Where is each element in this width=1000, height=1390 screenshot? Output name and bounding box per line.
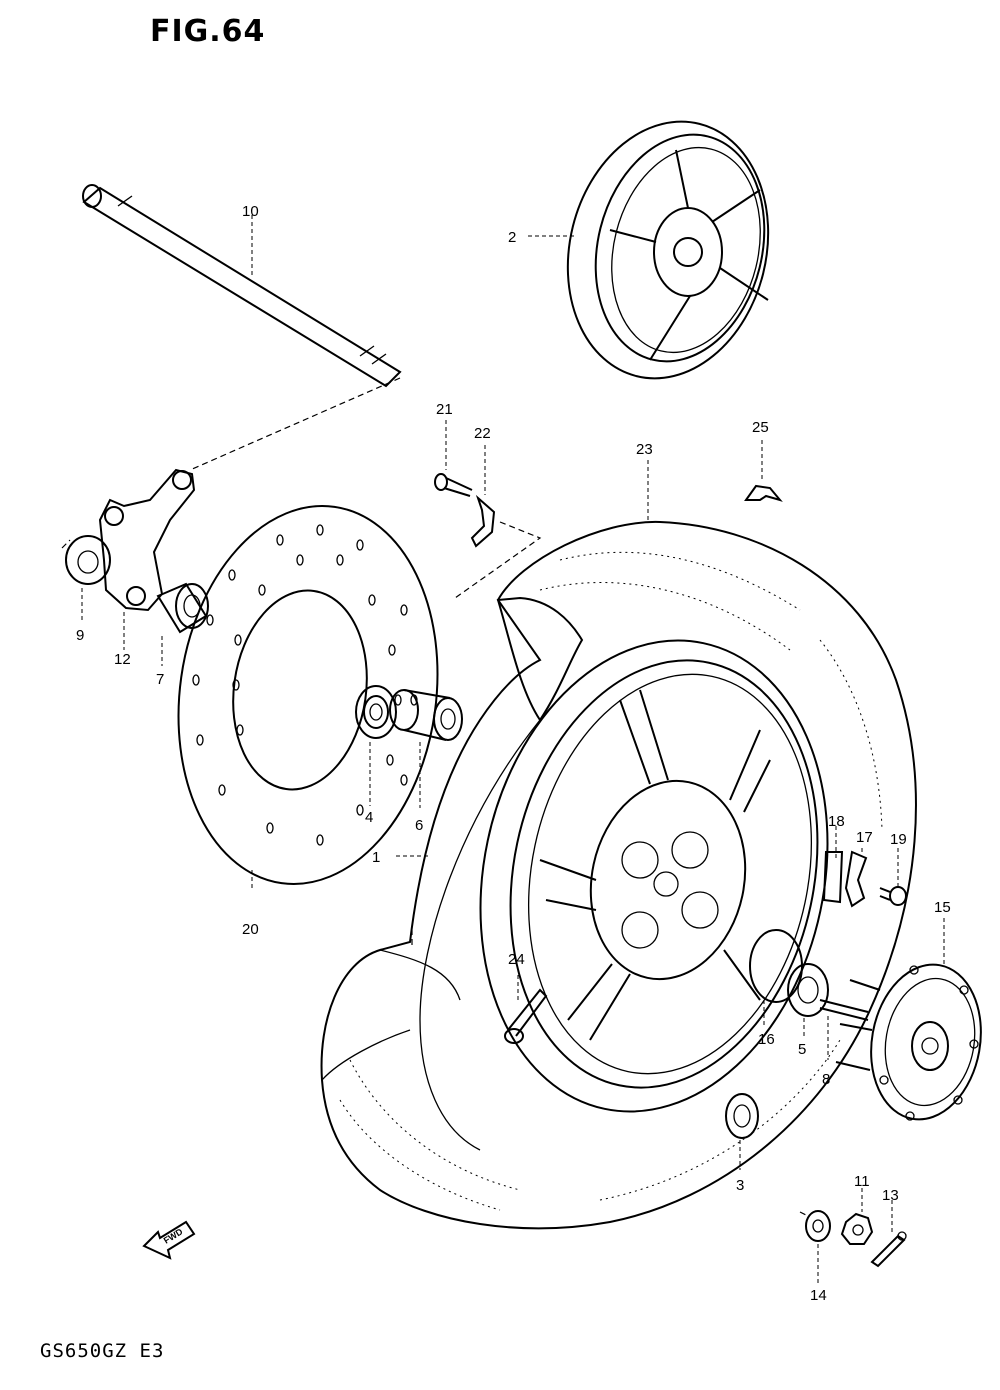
part-bracket-17[interactable] <box>844 850 868 908</box>
part-cast-wheel[interactable] <box>541 100 794 400</box>
callout-8: 8 <box>822 1071 830 1088</box>
callout-9: 9 <box>76 627 84 644</box>
part-brake-disc-20[interactable] <box>155 489 461 901</box>
callout-3: 3 <box>736 1177 744 1194</box>
part-bolt-19[interactable] <box>879 886 907 906</box>
callout-14: 14 <box>810 1287 827 1304</box>
callout-16: 16 <box>758 1031 775 1048</box>
callout-21: 21 <box>436 401 453 418</box>
callout-10: 10 <box>242 203 259 220</box>
figure-title: FIG.64 <box>150 14 266 49</box>
callout-5: 5 <box>798 1041 806 1058</box>
model-code: GS650GZ E3 <box>40 1340 165 1362</box>
part-lock-washer-22[interactable] <box>470 494 496 548</box>
part-washer-18[interactable] <box>822 851 844 904</box>
part-spacer-3[interactable] <box>725 1093 759 1139</box>
part-hub-15[interactable] <box>835 956 993 1128</box>
callout-13: 13 <box>882 1187 899 1204</box>
part-bearing-5[interactable] <box>787 963 829 1017</box>
callout-20: 20 <box>242 921 259 938</box>
callout-12: 12 <box>114 651 131 668</box>
callout-25: 25 <box>752 419 769 436</box>
callout-19: 19 <box>890 831 907 848</box>
part-rear-wheel-1[interactable] <box>438 608 870 1144</box>
part-caliper-bracket-12[interactable] <box>98 468 196 612</box>
callout-1: 1 <box>372 849 380 866</box>
callout-15: 15 <box>934 899 951 916</box>
part-valve-24[interactable] <box>504 988 548 1044</box>
part-cotter-pin-13[interactable] <box>870 1231 907 1268</box>
part-stud-8[interactable] <box>819 999 869 1021</box>
callout-23: 23 <box>636 441 653 458</box>
part-nut-11[interactable] <box>840 1212 874 1245</box>
part-bearing-4[interactable] <box>355 685 397 739</box>
callout-11: 11 <box>854 1173 870 1190</box>
part-washer-14[interactable] <box>805 1210 831 1242</box>
callout-2: 2 <box>508 229 516 246</box>
callout-7: 7 <box>156 671 164 688</box>
callout-24: 24 <box>508 951 525 968</box>
part-valve-cap-25[interactable] <box>744 484 783 502</box>
part-bolt-21[interactable] <box>434 473 473 497</box>
part-collar-9[interactable] <box>65 535 111 585</box>
fwd-arrow-icon: FWD <box>142 1220 196 1260</box>
callout-6: 6 <box>415 817 423 834</box>
part-spacer-6[interactable] <box>389 689 463 741</box>
callout-18: 18 <box>828 813 845 830</box>
part-tire-23[interactable] <box>320 520 917 1230</box>
callout-4: 4 <box>365 809 373 826</box>
callout-labels: 1 2 3 4 5 6 7 8 9 10 11 12 13 14 15 16 1… <box>76 203 951 1304</box>
callout-22: 22 <box>474 425 491 442</box>
callout-17: 17 <box>856 829 873 846</box>
part-axle[interactable] <box>82 184 402 388</box>
part-seal-16[interactable] <box>749 929 803 1003</box>
